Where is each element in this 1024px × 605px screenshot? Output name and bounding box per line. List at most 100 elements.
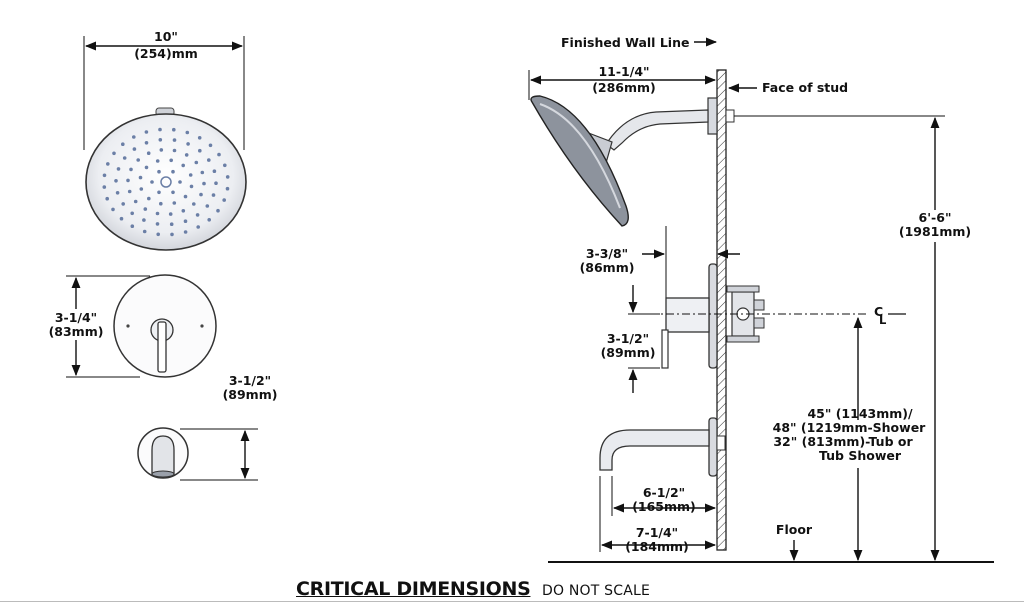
nozzle-dot	[138, 175, 143, 180]
face-of-stud-label: Face of stud	[762, 80, 848, 95]
nozzle-dot	[133, 199, 138, 204]
trim-height-imperial: 3-1/4"	[55, 310, 97, 325]
nozzle-dot	[211, 193, 216, 197]
nozzle-dot	[197, 136, 202, 140]
handle-projection-metric: (86mm)	[580, 260, 635, 275]
nozzle-dot	[114, 179, 118, 183]
nozzle-dot	[225, 186, 230, 191]
nozzle-dot	[159, 201, 163, 206]
nozzle-dot	[116, 167, 121, 171]
arm-reach-metric: (286mm)	[592, 80, 656, 95]
nozzle-dot	[189, 184, 194, 189]
nozzle-dot	[130, 211, 134, 216]
trim-height-metric: (83mm)	[49, 324, 104, 339]
nozzle-dot	[216, 208, 220, 213]
tub-spout-front-view	[137, 427, 258, 481]
spout-reach-long-metric: (184mm)	[625, 539, 689, 554]
nozzle-dot	[143, 207, 148, 211]
nozzle-dot	[132, 147, 137, 151]
spout-height-imperial: 3-1/2"	[229, 373, 271, 388]
arm-reach-imperial: 11-1/4"	[598, 64, 649, 79]
nozzle-dot	[200, 170, 205, 175]
nozzle-dot	[129, 167, 133, 172]
nozzle-dot	[194, 160, 199, 165]
nozzle-dot	[181, 209, 186, 213]
nozzle-dot	[223, 163, 227, 168]
handle-height-metric: (89mm)	[601, 345, 656, 360]
nozzle-dot	[139, 187, 144, 191]
do-not-scale-note: DO NOT SCALE	[542, 583, 651, 599]
nozzle-dot	[183, 194, 188, 199]
overall-height-metric: (1981mm)	[899, 224, 971, 239]
nozzle-dot	[144, 130, 149, 134]
centerline-symbol: C	[874, 304, 883, 319]
spout-reach-short-imperial: 6-1/2"	[643, 485, 685, 500]
nozzle-dot	[198, 148, 202, 153]
nozzle-dot	[169, 158, 173, 163]
nozzle-dot	[202, 181, 206, 186]
nozzle-dot	[217, 152, 221, 157]
nozzle-dot	[205, 204, 210, 208]
nozzle-dot	[207, 158, 211, 162]
nozzle-dot	[111, 207, 115, 212]
bottom-rule	[0, 601, 1024, 602]
valve-height-line-1: 45" (1143mm)/	[807, 406, 913, 421]
showerhead-width-imperial: 10"	[154, 29, 178, 44]
nozzle-dot	[183, 230, 188, 234]
nozzle-dot	[158, 138, 163, 142]
nozzle-dot	[208, 143, 213, 148]
nozzle-dot	[195, 213, 200, 217]
nozzle-dot	[172, 127, 176, 132]
overall-height-imperial: 6'-6"	[919, 210, 952, 225]
showerhead-width-metric: (254)mm	[134, 46, 198, 61]
nozzle-dot	[146, 151, 151, 155]
finished-wall-line-label: Finished Wall Line	[561, 35, 689, 50]
nozzle-dot	[126, 178, 130, 183]
nozzle-dot	[185, 130, 190, 135]
nozzle-dot	[192, 202, 196, 206]
nozzle-dot	[102, 173, 107, 178]
nozzle-dot	[144, 165, 149, 170]
valve-height-line-4: Tub Shower	[819, 448, 902, 463]
nozzle-dot	[147, 196, 151, 201]
nozzle-dot	[150, 180, 154, 184]
nozzle-dot	[158, 127, 162, 132]
nozzle-dot	[122, 156, 127, 160]
nozzle-dot	[115, 191, 120, 195]
shower-arm-side-view	[530, 95, 735, 227]
nozzle-dot	[127, 189, 132, 194]
critical-dimensions-title: CRITICAL DIMENSIONS	[296, 578, 531, 600]
nozzle-dot	[172, 148, 177, 153]
valve-height-line-2: 48" (1219mm-Shower	[773, 420, 927, 435]
nozzle-dot	[186, 142, 190, 146]
spout-reach-long-imperial: 7-1/4"	[636, 525, 678, 540]
trim-plate-front-view	[66, 274, 217, 378]
nozzle-dot	[199, 192, 203, 197]
nozzle-dot	[142, 229, 147, 234]
nozzle-dot	[144, 141, 149, 145]
nozzle-dot	[159, 148, 164, 152]
nozzle-dot	[212, 169, 217, 173]
nozzle-dot	[121, 142, 125, 146]
spout-reach-short-metric: (165mm)	[632, 499, 696, 514]
nozzle-dot	[155, 159, 160, 163]
nozzle-dot	[155, 211, 160, 216]
nozzle-dot	[156, 232, 160, 237]
nozzle-dot	[214, 181, 218, 185]
handle-height-imperial: 3-1/2"	[607, 331, 649, 346]
nozzle-dot	[183, 219, 188, 223]
nozzle-dot	[172, 138, 177, 142]
nozzle-dot	[142, 218, 146, 222]
nozzle-dot	[172, 201, 177, 205]
nozzle-dot	[155, 222, 160, 226]
nozzle-dot	[121, 202, 125, 206]
nozzle-dot	[136, 158, 140, 162]
nozzle-dot	[168, 212, 173, 216]
nozzle-dot	[181, 163, 185, 168]
nozzle-dot	[207, 218, 211, 222]
nozzle-dot	[157, 190, 161, 195]
nozzle-dot	[112, 151, 116, 156]
nozzle-dot	[105, 196, 109, 201]
nozzle-dot	[119, 216, 124, 221]
finished-wall	[716, 69, 727, 551]
